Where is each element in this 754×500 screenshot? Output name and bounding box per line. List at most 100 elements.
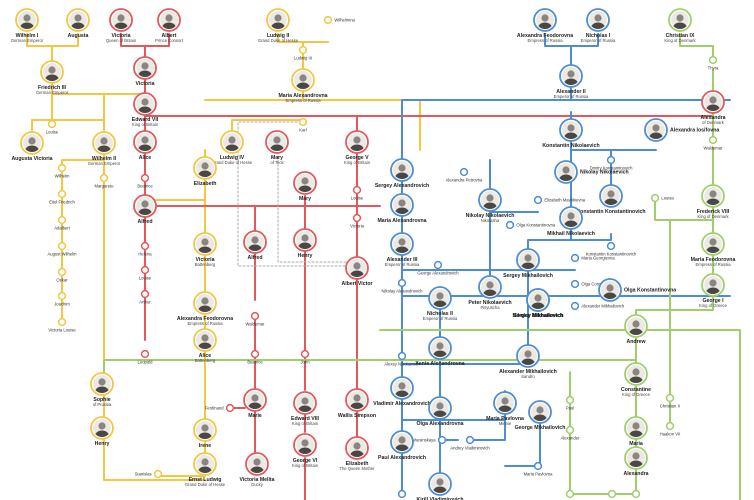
person-node-karl[interactable]: Karl (298, 117, 308, 133)
person-node-maria_alex2[interactable]: Maria Alexandrovna (377, 193, 427, 224)
person-node-george_mikh[interactable]: George Mikhailovich (515, 400, 566, 431)
person-node-mikhail_n[interactable]: Mikhail Nikolaevich (547, 206, 595, 237)
person-node-stanislas[interactable]: Stanislas (135, 469, 163, 479)
person-node-alfred[interactable]: Alfred (133, 194, 157, 225)
person-node-paul_a[interactable]: Paul Alexandrovich (378, 430, 426, 461)
person-node-alfred2[interactable]: Alfred (243, 230, 267, 261)
person-node-kirill[interactable]: Kirill Vladimirovich (417, 472, 464, 500)
person-node-joachim[interactable]: Joachim (54, 291, 70, 307)
person-node-wilhelm[interactable]: Wilhelm (55, 163, 70, 179)
person-node-olga_k[interactable]: Olga Konstantinovna (505, 220, 556, 230)
person-node-andrey_v[interactable]: Andrey Vladimirovich (450, 435, 490, 451)
person-node-henry2[interactable]: Henry (90, 416, 114, 447)
person-node-haakon[interactable]: Haakon VII (660, 421, 681, 437)
person-node-vladimir[interactable]: Vladimir Alexandrovich (373, 376, 431, 407)
person-node-louisa[interactable]: Louisa (650, 193, 675, 203)
person-node-louise1[interactable]: Louise (46, 119, 59, 135)
person-node-augusta_victoria[interactable]: Augusta Victoria (11, 131, 53, 162)
person-node-alexandra_g[interactable]: Alexandra (623, 446, 649, 477)
person-node-oskar[interactable]: Oskar (56, 267, 68, 283)
person-node-eitel[interactable]: Eitel Friedrich (49, 189, 75, 205)
person-node-matilda[interactable]: Matilda Kshesinskaya (395, 435, 447, 445)
person-node-nikolay_m[interactable]: Nikolay Mikhailovich (512, 288, 564, 319)
person-node-henry[interactable]: Henry (293, 228, 317, 259)
person-node-irene[interactable]: Irene (193, 418, 217, 449)
person-node-george_g2[interactable]: George (629, 489, 644, 500)
person-node-victoria_louise[interactable]: Victoria Louise (48, 317, 76, 333)
person-node-sergey[interactable]: Sergey Alexandrovich (375, 158, 429, 189)
person-node-george_a[interactable]: George Alexandrovich (417, 260, 459, 276)
person-node-alexey_n[interactable]: Alexey Nikolaevich (384, 351, 420, 367)
person-node-adalbert[interactable]: Adalbert (54, 215, 71, 231)
person-node-alice[interactable]: Alice (133, 130, 157, 161)
person-node-marie[interactable]: Marie (243, 388, 267, 419)
person-node-dmitry_k[interactable]: Dmitry Konstantinovich (590, 155, 633, 171)
person-node-louise3[interactable]: Louise (139, 265, 152, 281)
person-node-margarete[interactable]: Margarete (94, 173, 114, 189)
person-node-elizabeth[interactable]: Elizabeth (193, 156, 217, 187)
person-node-olga_konst[interactable]: Olga Konstantinovna (598, 278, 676, 304)
person-node-albert_victor[interactable]: Albert Victor (341, 256, 373, 287)
person-node-beatrice[interactable]: Beatrice (137, 173, 153, 189)
person-node-konstantin_k2[interactable]: Konstantin Konstantinovich (586, 241, 637, 257)
person-node-alexandra_p[interactable]: Alexandra Petrovna (446, 167, 483, 183)
person-node-august_wilhelm[interactable]: August Wilhelm (47, 241, 77, 257)
person-node-augusta[interactable]: Augusta (66, 8, 90, 39)
person-node-andrew[interactable]: Andrew (624, 314, 648, 345)
person-node-ferdinand[interactable]: Ferdinand (205, 403, 235, 413)
person-node-helena[interactable]: Helena (138, 241, 152, 257)
person-node-olga_alex[interactable]: Olga Alexandrovna (416, 396, 464, 427)
person-node-arthur[interactable]: Arthur (139, 289, 151, 305)
person-node-waldemar[interactable]: Waldemar (704, 135, 724, 151)
person-node-wallis[interactable]: Wallis Simpson (338, 388, 376, 419)
person-node-nikolay_n1[interactable]: Nikolay Nikolaevich (554, 160, 629, 186)
person-node-beatrice2[interactable]: Beatrice (247, 349, 263, 365)
person-node-marie_b[interactable]: Marie Bonaparte (597, 489, 629, 500)
person-node-konstantin[interactable]: Konstantin Nikolaevich (542, 118, 600, 149)
person-node-mary[interactable]: Mary (293, 171, 317, 202)
person-node-thyra[interactable]: Thyra (708, 55, 719, 71)
person-node-victoria2[interactable]: Victoria (133, 56, 157, 87)
person-node-maria_g[interactable]: Maria Georgievna (570, 253, 616, 263)
person-node-alexandra_i[interactable]: Alexandra Iosifovna (644, 118, 719, 144)
person-node-louise2[interactable]: Louise (351, 185, 364, 201)
person-node-victoria_m[interactable]: Victoria (350, 213, 365, 229)
person-node-xenia[interactable]: Xenia Alexandrovna (415, 336, 465, 367)
person-node-elizabeth_m[interactable]: Elizabeth Mavrikievna (533, 195, 586, 205)
person-node-maria_p[interactable]: Maria Pavlovna (524, 461, 554, 477)
person-node-waldemar2[interactable]: Waldemar (246, 311, 266, 327)
